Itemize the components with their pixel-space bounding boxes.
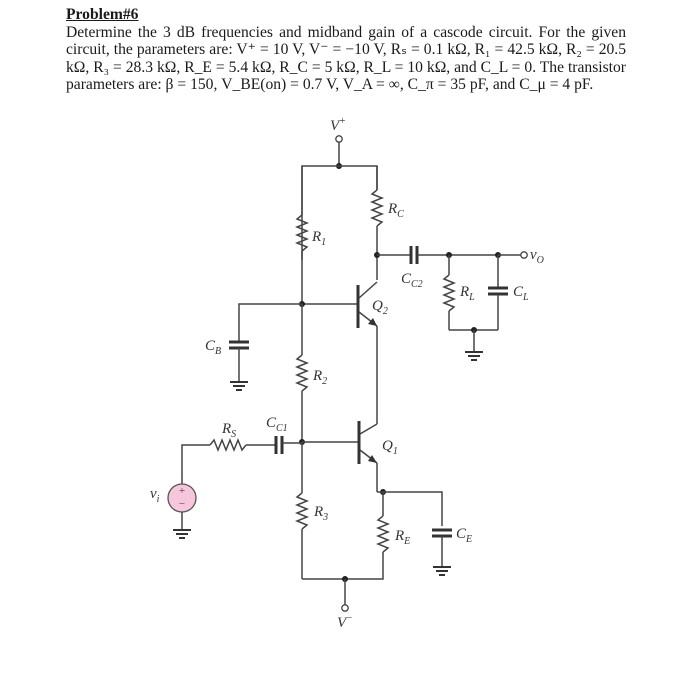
vminus-terminal: V− bbox=[337, 579, 353, 631]
re-resistor: RE bbox=[375, 492, 410, 577]
problem-statement: Problem#6 Determine the 3 dB frequencies… bbox=[66, 6, 626, 94]
problem-text: Determine the 3 dB frequencies and midba… bbox=[66, 23, 626, 94]
cb-label: CB bbox=[205, 338, 221, 357]
r1-resistor: R1 bbox=[294, 166, 326, 304]
cc1-label: CC1 bbox=[266, 415, 288, 434]
cc2-label: CC2 bbox=[401, 271, 423, 290]
r1-label: R1 bbox=[311, 229, 326, 248]
r3-label: R3 bbox=[313, 504, 328, 523]
rl-resistor: RL bbox=[441, 255, 475, 330]
q1-label: Q1 bbox=[382, 438, 398, 457]
cl-label: CL bbox=[513, 284, 529, 303]
ground-icon bbox=[465, 330, 483, 361]
vo-terminal bbox=[520, 251, 528, 259]
vi-voltage-source: + − vi bbox=[150, 483, 197, 539]
vi-label: vi bbox=[150, 486, 160, 505]
top-rail-wire bbox=[301, 165, 378, 260]
ce-label: CE bbox=[456, 526, 472, 545]
cc2-capacitor: CC2 bbox=[377, 246, 498, 290]
rl-label: RL bbox=[459, 284, 475, 303]
rs-resistor: RS bbox=[181, 421, 275, 484]
vminus-label: V− bbox=[337, 613, 353, 631]
r2-resistor: R2 bbox=[294, 304, 327, 442]
re-label: RE bbox=[394, 528, 410, 547]
q2-transistor: Q2 bbox=[302, 281, 388, 424]
rs-label: RS bbox=[221, 421, 236, 440]
vplus-terminal: V+ bbox=[330, 116, 346, 169]
vo-label: vO bbox=[530, 247, 544, 266]
rc-label: RC bbox=[387, 201, 404, 220]
cl-capacitor: CL bbox=[488, 255, 529, 330]
ce-capacitor: CE bbox=[432, 526, 472, 576]
svg-text:+: + bbox=[179, 485, 185, 497]
cc1-capacitor: CC1 bbox=[266, 415, 302, 454]
problem-title: Problem#6 bbox=[66, 6, 139, 23]
r3-resistor: R3 bbox=[294, 442, 328, 579]
vplus-label: V+ bbox=[330, 116, 346, 134]
cb-capacitor: CB bbox=[205, 303, 302, 391]
q1-transistor: Q1 bbox=[302, 421, 398, 492]
rc-resistor: RC bbox=[369, 166, 404, 280]
q2-label: Q2 bbox=[372, 298, 388, 317]
svg-text:−: − bbox=[179, 498, 185, 510]
r2-label: R2 bbox=[312, 368, 327, 387]
